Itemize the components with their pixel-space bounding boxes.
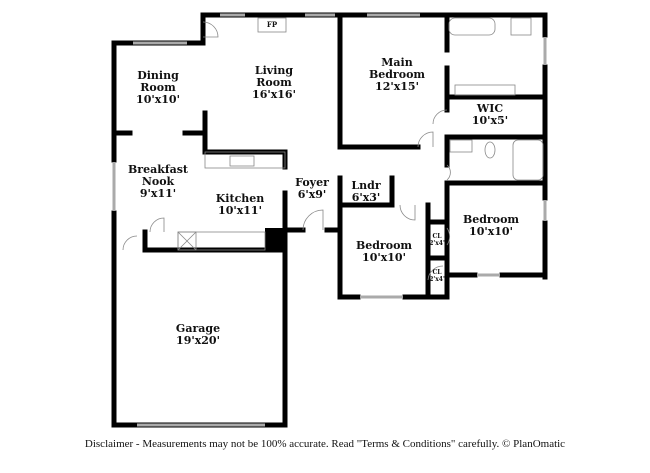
room-size: 2'x4': [429, 240, 445, 247]
room-size: 6'x3': [351, 191, 381, 204]
fireplace-icon: [257, 17, 287, 33]
vanity-icon-2: [449, 139, 473, 153]
room-name: Foyer: [295, 176, 329, 189]
room-size: 12'x15': [375, 80, 419, 93]
front-door-icon: [302, 209, 324, 231]
room-name: Room: [256, 76, 292, 89]
room-size: 19'x20': [176, 334, 220, 347]
room-name: Lndr: [351, 179, 381, 192]
room-name: Kitchen: [215, 192, 265, 205]
room-name: Bedroom: [462, 213, 520, 226]
room-name: Bedroom: [368, 68, 426, 81]
room-name: CL: [432, 269, 442, 276]
room-size: 9'x11': [139, 187, 177, 200]
disclaimer: Disclaimer - Measurements may not be 100…: [84, 438, 566, 450]
room-size: 16'x16': [252, 88, 296, 101]
room-name: Breakfast: [128, 163, 188, 176]
room-name: Main: [381, 56, 413, 69]
room-name: WIC: [476, 102, 504, 115]
windows: [112, 13, 547, 427]
room-size: 6'x9': [297, 188, 327, 201]
toilet-icon: [484, 141, 496, 159]
room-name: Living: [254, 64, 294, 77]
vanity-icon: [454, 84, 516, 96]
bathtub-icon-2: [512, 139, 544, 181]
fixtures: [122, 17, 544, 281]
room-size: 2'x4': [429, 276, 445, 283]
wall-column: [265, 228, 285, 250]
room-name: Garage: [175, 322, 221, 335]
door-icon: [202, 21, 219, 38]
room-size: 10'x10': [362, 251, 406, 264]
counter-sink-icon: [204, 151, 286, 169]
room-size: 10'x5': [471, 114, 509, 127]
counter-stove-icon: [177, 231, 266, 251]
room-name: CL: [432, 233, 442, 240]
room-size: 10'x10': [469, 225, 513, 238]
bathtub-icon: [448, 17, 496, 36]
room-size: 10'x11': [218, 204, 262, 217]
shower-icon: [510, 17, 532, 36]
room-name: Dining: [137, 69, 179, 82]
room-name: Nook: [141, 175, 175, 188]
room-size: 10'x10': [136, 93, 180, 106]
room-name: Bedroom: [355, 239, 413, 252]
room-name: Room: [140, 81, 176, 94]
fireplace-label: FP: [266, 20, 278, 29]
